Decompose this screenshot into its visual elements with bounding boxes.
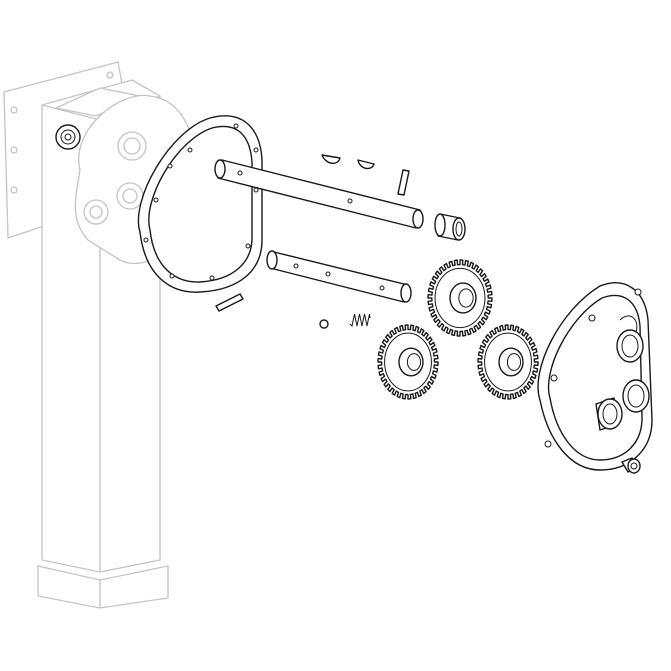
cover [537,282,653,471]
gear-top [427,259,493,337]
gear-hub [398,347,424,377]
gear-web [384,332,432,392]
spring [349,313,371,328]
gear-bore [406,353,422,371]
gasket-hole [187,147,193,153]
gear-web [434,267,486,329]
lower-shaft [266,250,412,303]
gasket [137,115,263,293]
spring-coil [349,313,371,328]
gasket-hole [167,163,173,169]
ball [319,319,329,329]
gear-bore [458,288,474,308]
gasket-hole [245,243,251,249]
gear-bore [506,353,522,371]
key-1 [321,154,341,164]
gasket-hole [153,197,159,203]
gear-left [377,324,439,400]
gasket-hole [209,275,215,281]
gear-web [484,332,532,392]
key-2 [357,159,375,170]
gear-right [477,324,539,400]
housing-column [3,61,197,609]
gear-hub [449,282,477,314]
gasket-hole [233,123,239,129]
gasket-hole [253,147,259,153]
upper-shaft [214,159,424,229]
gasket-hole [169,273,175,279]
pin [397,169,410,196]
gasket-hole [143,237,149,243]
fitting [621,457,641,474]
gear-hub [498,347,524,377]
bushing [434,213,466,241]
roll-pin [215,293,244,312]
